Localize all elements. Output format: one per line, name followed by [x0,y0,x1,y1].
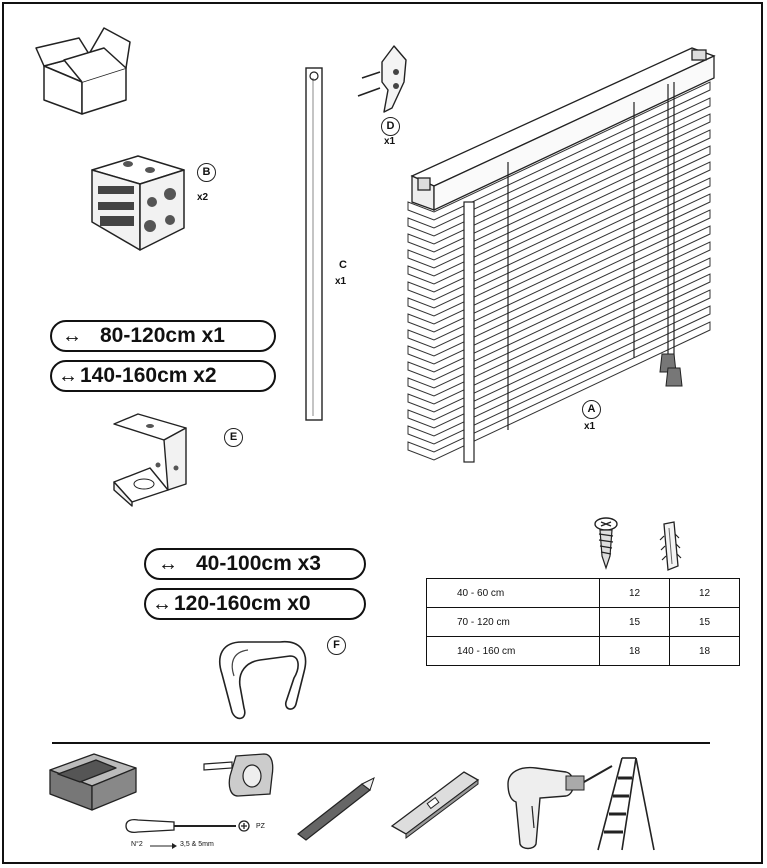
part-a-quantity: x1 [584,421,596,432]
clip-range-pill: ↔ 120-160cm x0 [144,588,366,620]
part-c-wand-illustration [305,67,323,421]
clip-range-text: 40-100cm x3 [196,552,321,575]
width-range-cell: 40 - 60 cm [426,578,600,608]
drill-icon [507,765,613,850]
screw-count-cell: 15 [599,607,670,637]
part-c-label: C [339,259,347,271]
part-b-label: B [197,163,216,182]
spirit-level-icon [390,771,480,839]
pencil-icon [297,777,375,841]
double-arrow-icon: ↔ [62,325,82,347]
tape-measure-icon [203,753,274,797]
clip-range-pill: ↔ 40-100cm x3 [144,548,366,580]
bracket-range-pill: ↔ 80-120cm x1 [50,320,276,352]
wall-plug-icon [659,521,682,571]
package-box-icon [35,27,131,115]
part-e-label: E [224,428,243,447]
part-a-label: A [582,400,601,419]
part-b-quantity: x2 [197,192,209,203]
part-a-blind-illustration [407,47,716,463]
table-row: 140 - 160 cm 18 18 [426,636,740,666]
part-b-end-cap-illustration [91,155,185,251]
part-c-quantity: x1 [335,276,347,287]
table-row: 40 - 60 cm 12 12 [426,578,740,608]
mitre-box-icon [49,753,137,811]
bracket-range-text: 80-120cm x1 [100,324,225,347]
width-range-cell: 140 - 160 cm [426,636,600,666]
tools-divider [52,742,710,744]
part-f-clip-illustration [218,641,307,720]
double-arrow-icon: ↔ [58,365,78,387]
part-e-bracket-illustration [113,413,187,507]
arrow-icon [150,843,177,849]
double-arrow-icon: ↔ [152,593,172,615]
plug-count-cell: 15 [669,607,740,637]
part-d-quantity: x1 [384,136,396,147]
clip-range-text: 120-160cm x0 [174,592,311,615]
screw-count-cell: 18 [599,636,670,666]
plug-count-cell: 12 [669,578,740,608]
width-range-cell: 70 - 120 cm [426,607,600,637]
plug-count-cell: 18 [669,636,740,666]
screw-icon [594,517,618,570]
part-d-hook-illustration [357,45,407,113]
part-f-label: F [327,636,346,655]
bracket-range-text: 140-160cm x2 [80,364,217,387]
screwdriver-size-label: N°2 [131,841,143,848]
drill-bit-sizes-label: 3,5 & 5mm [180,841,214,848]
double-arrow-icon: ↔ [158,553,178,575]
screwdriver-tip-label: PZ [256,823,265,830]
screwdriver-icon [125,819,250,833]
screw-count-cell: 12 [599,578,670,608]
bracket-range-pill: ↔ 140-160cm x2 [50,360,276,392]
table-row: 70 - 120 cm 15 15 [426,607,740,637]
screw-count-table: 40 - 60 cm 12 12 70 - 120 cm 15 15 140 -… [426,578,740,666]
part-d-label: D [381,117,400,136]
step-ladder-icon [597,757,655,851]
